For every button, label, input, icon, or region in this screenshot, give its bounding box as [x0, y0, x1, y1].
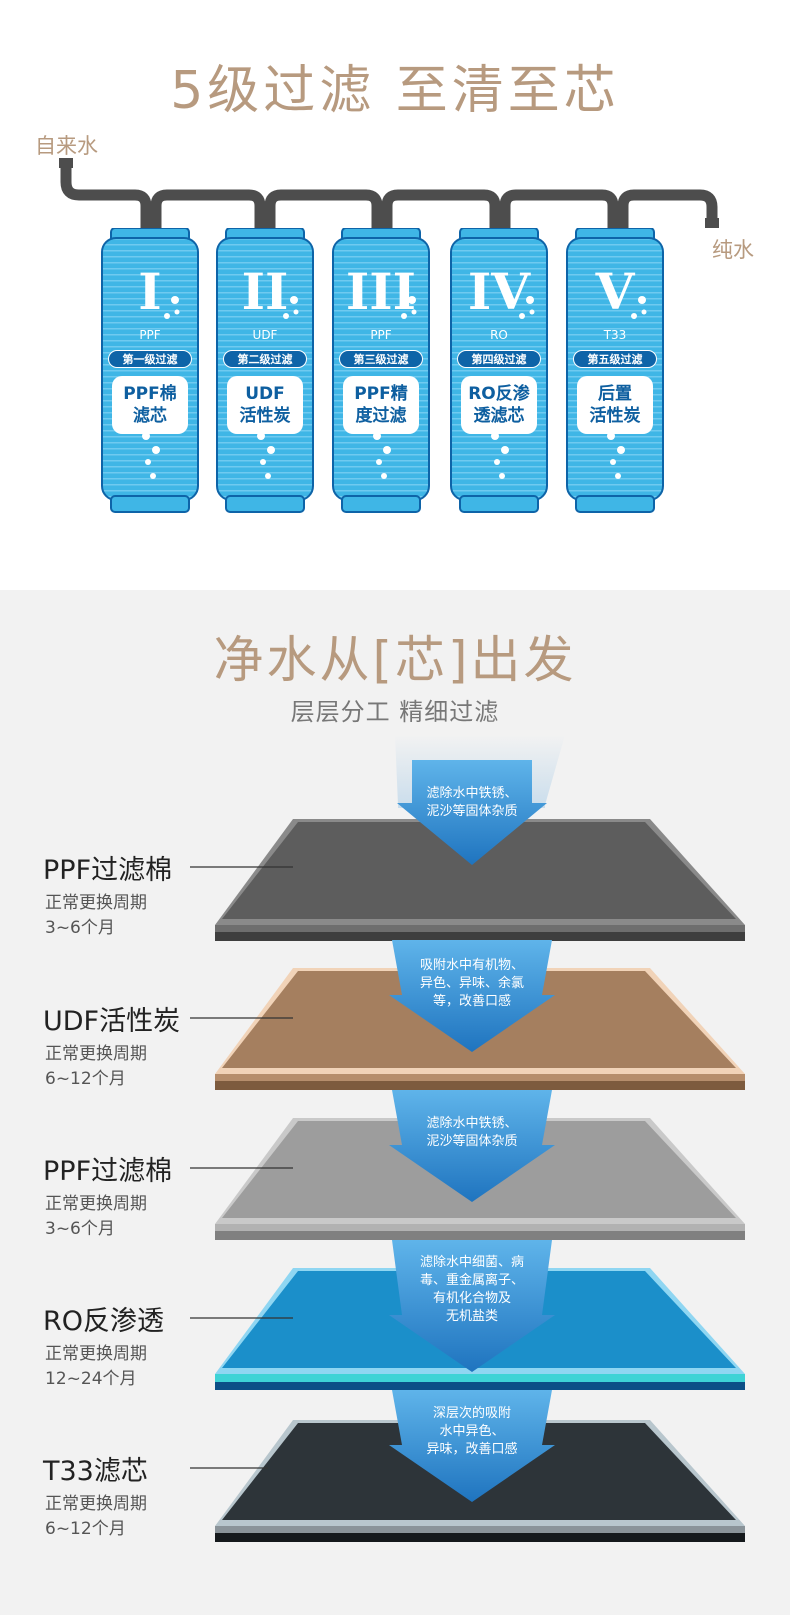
layer-name-3: PPF过滤棉 — [43, 1156, 173, 1187]
stage-name-card: UDF 活性炭 — [227, 376, 303, 434]
cartridge-body — [101, 228, 199, 513]
stage-name-card: RO反渗 透滤芯 — [461, 376, 537, 434]
filter-stage-1: I PPF 第一级过滤 PPF棉 滤芯 — [101, 228, 199, 518]
layer-cycle-label-3: 正常更换周期 — [45, 1194, 147, 1214]
stage-numeral: I — [138, 262, 162, 321]
arrow-4 — [389, 1240, 555, 1372]
stage-name: PPF精 度过滤 — [354, 384, 408, 426]
stage-badge: 第五级过滤 — [573, 350, 657, 368]
stage-name-card: PPF精 度过滤 — [343, 376, 419, 434]
arrow-text-4: 滤除水中细菌、病 毒、重金属离子、 有机化合物及 无机盐类 — [419, 1255, 524, 1324]
layer-cycle-1: 3~6个月 — [45, 918, 115, 938]
layer-name-2: UDF活性炭 — [43, 1006, 181, 1037]
water-pipe — [60, 165, 718, 232]
stage-code: PPF — [370, 328, 392, 342]
stage-badge: 第二级过滤 — [223, 350, 307, 368]
arrow-3 — [389, 1090, 555, 1202]
stage-name-card: 后置 活性炭 — [577, 376, 653, 434]
tap-water-label: 自来水 — [35, 134, 98, 158]
arrow-1 — [395, 735, 565, 865]
cartridge-body — [450, 228, 548, 513]
layer-stack-graphic — [190, 735, 745, 1542]
stage-code: PPF — [139, 328, 161, 342]
stage-code: T33 — [603, 328, 627, 342]
cartridge-body — [216, 228, 314, 513]
layer-name-4: RO反渗透 — [43, 1306, 165, 1337]
stage-badge: 第三级过滤 — [339, 350, 423, 368]
cartridge-body — [566, 228, 664, 513]
leader-lines — [190, 866, 293, 1469]
stage-name-card: PPF棉 滤芯 — [112, 376, 188, 434]
stage-name: UDF 活性炭 — [239, 384, 291, 426]
stage-numeral: III — [345, 262, 417, 321]
stage-code: RO — [490, 328, 508, 342]
stage-badge: 第一级过滤 — [108, 350, 192, 368]
filter-stage-4: IV RO 第四级过滤 RO反渗 透滤芯 — [450, 228, 548, 518]
stage-name: RO反渗 透滤芯 — [468, 384, 530, 426]
layer-cycle-4: 12~24个月 — [45, 1369, 137, 1389]
layer-cycle-label-5: 正常更换周期 — [45, 1494, 147, 1514]
stage-badge: 第四级过滤 — [457, 350, 541, 368]
stage-name: PPF棉 滤芯 — [123, 384, 177, 426]
filter-stage-3: III PPF 第三级过滤 PPF精 度过滤 — [332, 228, 430, 518]
layer-name-1: PPF过滤棉 — [43, 855, 173, 886]
layer-section-subtitle: 层层分工 精细过滤 — [290, 698, 500, 726]
stage-name: 后置 活性炭 — [589, 384, 641, 426]
layer-name-5: T33滤芯 — [43, 1456, 148, 1487]
arrow-text-5: 深层次的吸附 水中异色、 异味，改善口感 — [426, 1406, 518, 1457]
layer-cycle-label-2: 正常更换周期 — [45, 1044, 147, 1064]
pure-outlet-cap — [705, 218, 719, 228]
layer-cycle-label-4: 正常更换周期 — [45, 1344, 147, 1364]
tap-inlet-cap — [59, 158, 73, 168]
layer-cycle-3: 3~6个月 — [45, 1219, 115, 1239]
filter-stage-2: II UDF 第二级过滤 UDF 活性炭 — [216, 228, 314, 518]
stage-code: UDF — [252, 328, 278, 342]
stage-numeral: V — [595, 262, 635, 321]
layer-cycle-label-1: 正常更换周期 — [45, 893, 147, 913]
layer-section: 净水从[芯]出发 层层分工 精细过滤 — [0, 590, 790, 1615]
arrow-5 — [389, 1390, 555, 1502]
stage-numeral: IV — [467, 262, 531, 321]
section-title: 5级过滤 至清至芯 — [170, 61, 620, 121]
stage-numeral: II — [241, 262, 289, 321]
arrow-text-3: 滤除水中铁锈、 泥沙等固体杂质 — [426, 1116, 518, 1149]
layer-ppf-1 — [215, 819, 745, 941]
arrow-2 — [389, 940, 555, 1052]
layer-section-title: 净水从[芯]出发 — [213, 631, 577, 689]
pure-water-label: 纯水 — [712, 238, 754, 262]
cartridge-body — [332, 228, 430, 513]
layer-cycle-2: 6~12个月 — [45, 1069, 126, 1089]
filter-stages-section: 5级过滤 至清至芯 自来水 纯水 — [0, 0, 790, 590]
layer-cycle-5: 6~12个月 — [45, 1519, 126, 1539]
arrow-text-1: 滤除水中铁锈、 泥沙等固体杂质 — [426, 786, 518, 819]
pipe-diagram — [59, 158, 719, 232]
arrow-text-2: 吸附水中有机物、 异色、异味、余氯 等，改善口感 — [419, 958, 524, 1009]
filter-stage-5: V T33 第五级过滤 后置 活性炭 — [566, 228, 664, 518]
